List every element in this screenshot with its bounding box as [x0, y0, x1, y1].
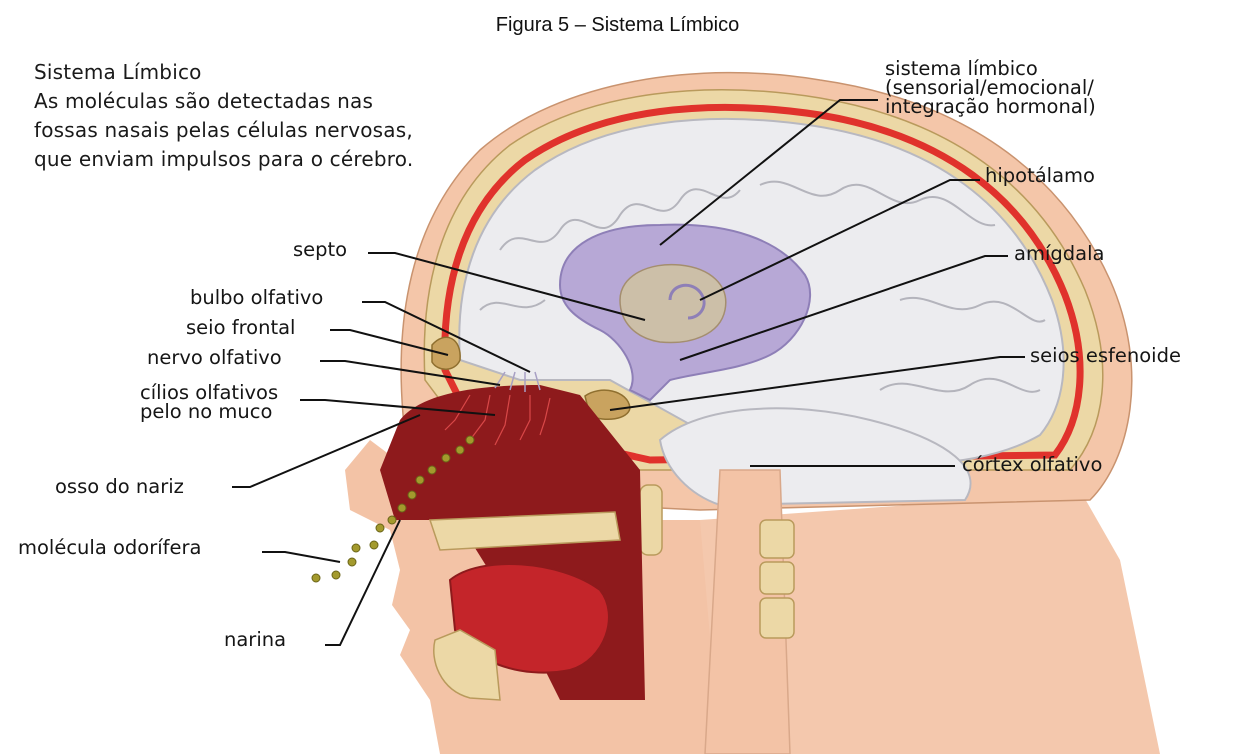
label-seio-frontal: seio frontal: [186, 318, 295, 338]
label-line: pelo no muco: [140, 402, 278, 421]
thalamus: [620, 265, 726, 343]
label-amigdala: amígdala: [1014, 244, 1104, 264]
label-bulbo-olfativo: bulbo olfativo: [190, 288, 323, 308]
label-hipotalamo: hipotálamo: [985, 166, 1095, 186]
label-line: integração hormonal): [885, 97, 1096, 116]
label-cilios-olfativos: cílios olfativos pelo no muco: [140, 383, 278, 421]
label-nervo-olfativo: nervo olfativo: [147, 348, 282, 368]
label-molecula-odorifera: molécula odorífera: [18, 538, 202, 558]
label-osso-do-nariz: osso do nariz: [55, 477, 184, 497]
frontal-sinus: [432, 337, 460, 369]
leader-narina: [325, 520, 400, 645]
label-cortex-olfativo: córtex olfativo: [962, 455, 1102, 475]
label-narina: narina: [224, 630, 286, 650]
leader-molecula: [262, 552, 340, 562]
label-seios-esfenoide: seios esfenoide: [1030, 346, 1181, 366]
label-septo: septo: [293, 240, 347, 260]
label-sistema-limbico: sistema límbico (sensorial/emocional/ in…: [885, 59, 1096, 116]
